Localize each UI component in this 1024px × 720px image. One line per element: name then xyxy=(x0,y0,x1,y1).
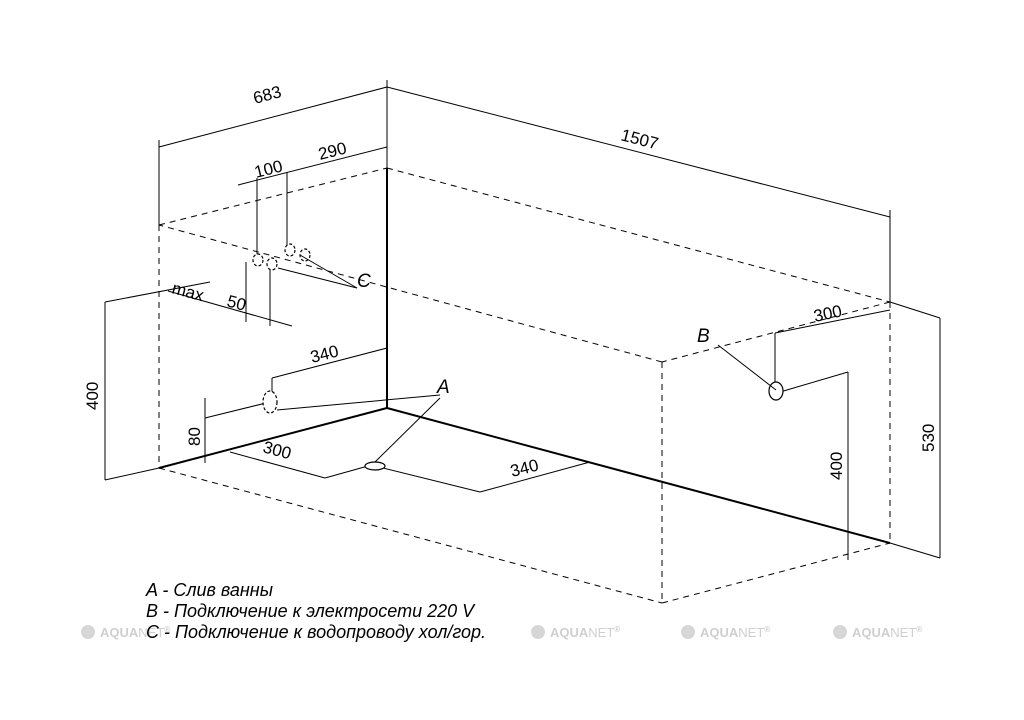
drain-bottom-marker xyxy=(364,461,386,471)
svg-text:AQUANET®: AQUANET® xyxy=(700,625,770,640)
svg-text:AQUANET®: AQUANET® xyxy=(852,625,922,640)
power-outlet-marker xyxy=(768,381,784,401)
water-inlet-1 xyxy=(252,253,264,267)
watermark-logo-icon xyxy=(531,625,545,639)
dim-300-right: 300 xyxy=(812,301,844,325)
drain-side-marker xyxy=(262,390,278,414)
leader-lines xyxy=(276,254,777,463)
watermark-logo-icon xyxy=(681,625,695,639)
dim-300-bottom: 300 xyxy=(261,438,293,464)
dim-max-value: 50 xyxy=(225,292,248,315)
tub-dashed-edges xyxy=(158,167,891,604)
watermark-2: AQUANET® xyxy=(531,625,620,640)
watermark-row: AQUANET® AQUANET® AQUANET® AQUANET® xyxy=(81,625,922,640)
legend-line-b: B - Подключение к электросети 220 V xyxy=(146,601,476,621)
legend: A - Слив ванны B - Подключение к электро… xyxy=(145,580,486,642)
label-c: C xyxy=(357,271,371,292)
dim-400-left: 400 xyxy=(83,382,102,410)
dim-340-upper: 340 xyxy=(308,342,340,367)
watermark-logo-icon xyxy=(81,625,95,639)
svg-text:AQUANET®: AQUANET® xyxy=(550,625,620,640)
dim-1507: 1507 xyxy=(619,125,660,153)
dim-530: 530 xyxy=(919,424,938,452)
dim-max-label: max xyxy=(170,279,206,306)
dim-400-right: 400 xyxy=(827,452,846,480)
water-inlet-3 xyxy=(284,243,296,257)
dim-80: 80 xyxy=(185,427,204,446)
water-inlet-4 xyxy=(299,248,311,262)
watermark-1: AQUANET® xyxy=(81,625,170,640)
dim-100: 100 xyxy=(252,157,284,182)
tub-solid-edges xyxy=(158,168,891,544)
legend-line-c: C - Подключение к водопроводу хол/гор. xyxy=(146,622,486,642)
legend-line-a: A - Слив ванны xyxy=(145,580,273,600)
dim-683: 683 xyxy=(251,82,283,108)
label-b: B xyxy=(697,326,710,347)
watermark-4: AQUANET® xyxy=(833,625,922,640)
label-a: A xyxy=(436,377,450,398)
water-inlet-2 xyxy=(266,257,278,271)
connection-markers xyxy=(252,243,784,471)
dim-290: 290 xyxy=(316,139,348,164)
svg-text:AQUANET®: AQUANET® xyxy=(100,625,170,640)
dimension-lines xyxy=(104,80,941,560)
watermark-logo-icon xyxy=(833,625,847,639)
watermark-3: AQUANET® xyxy=(681,625,770,640)
